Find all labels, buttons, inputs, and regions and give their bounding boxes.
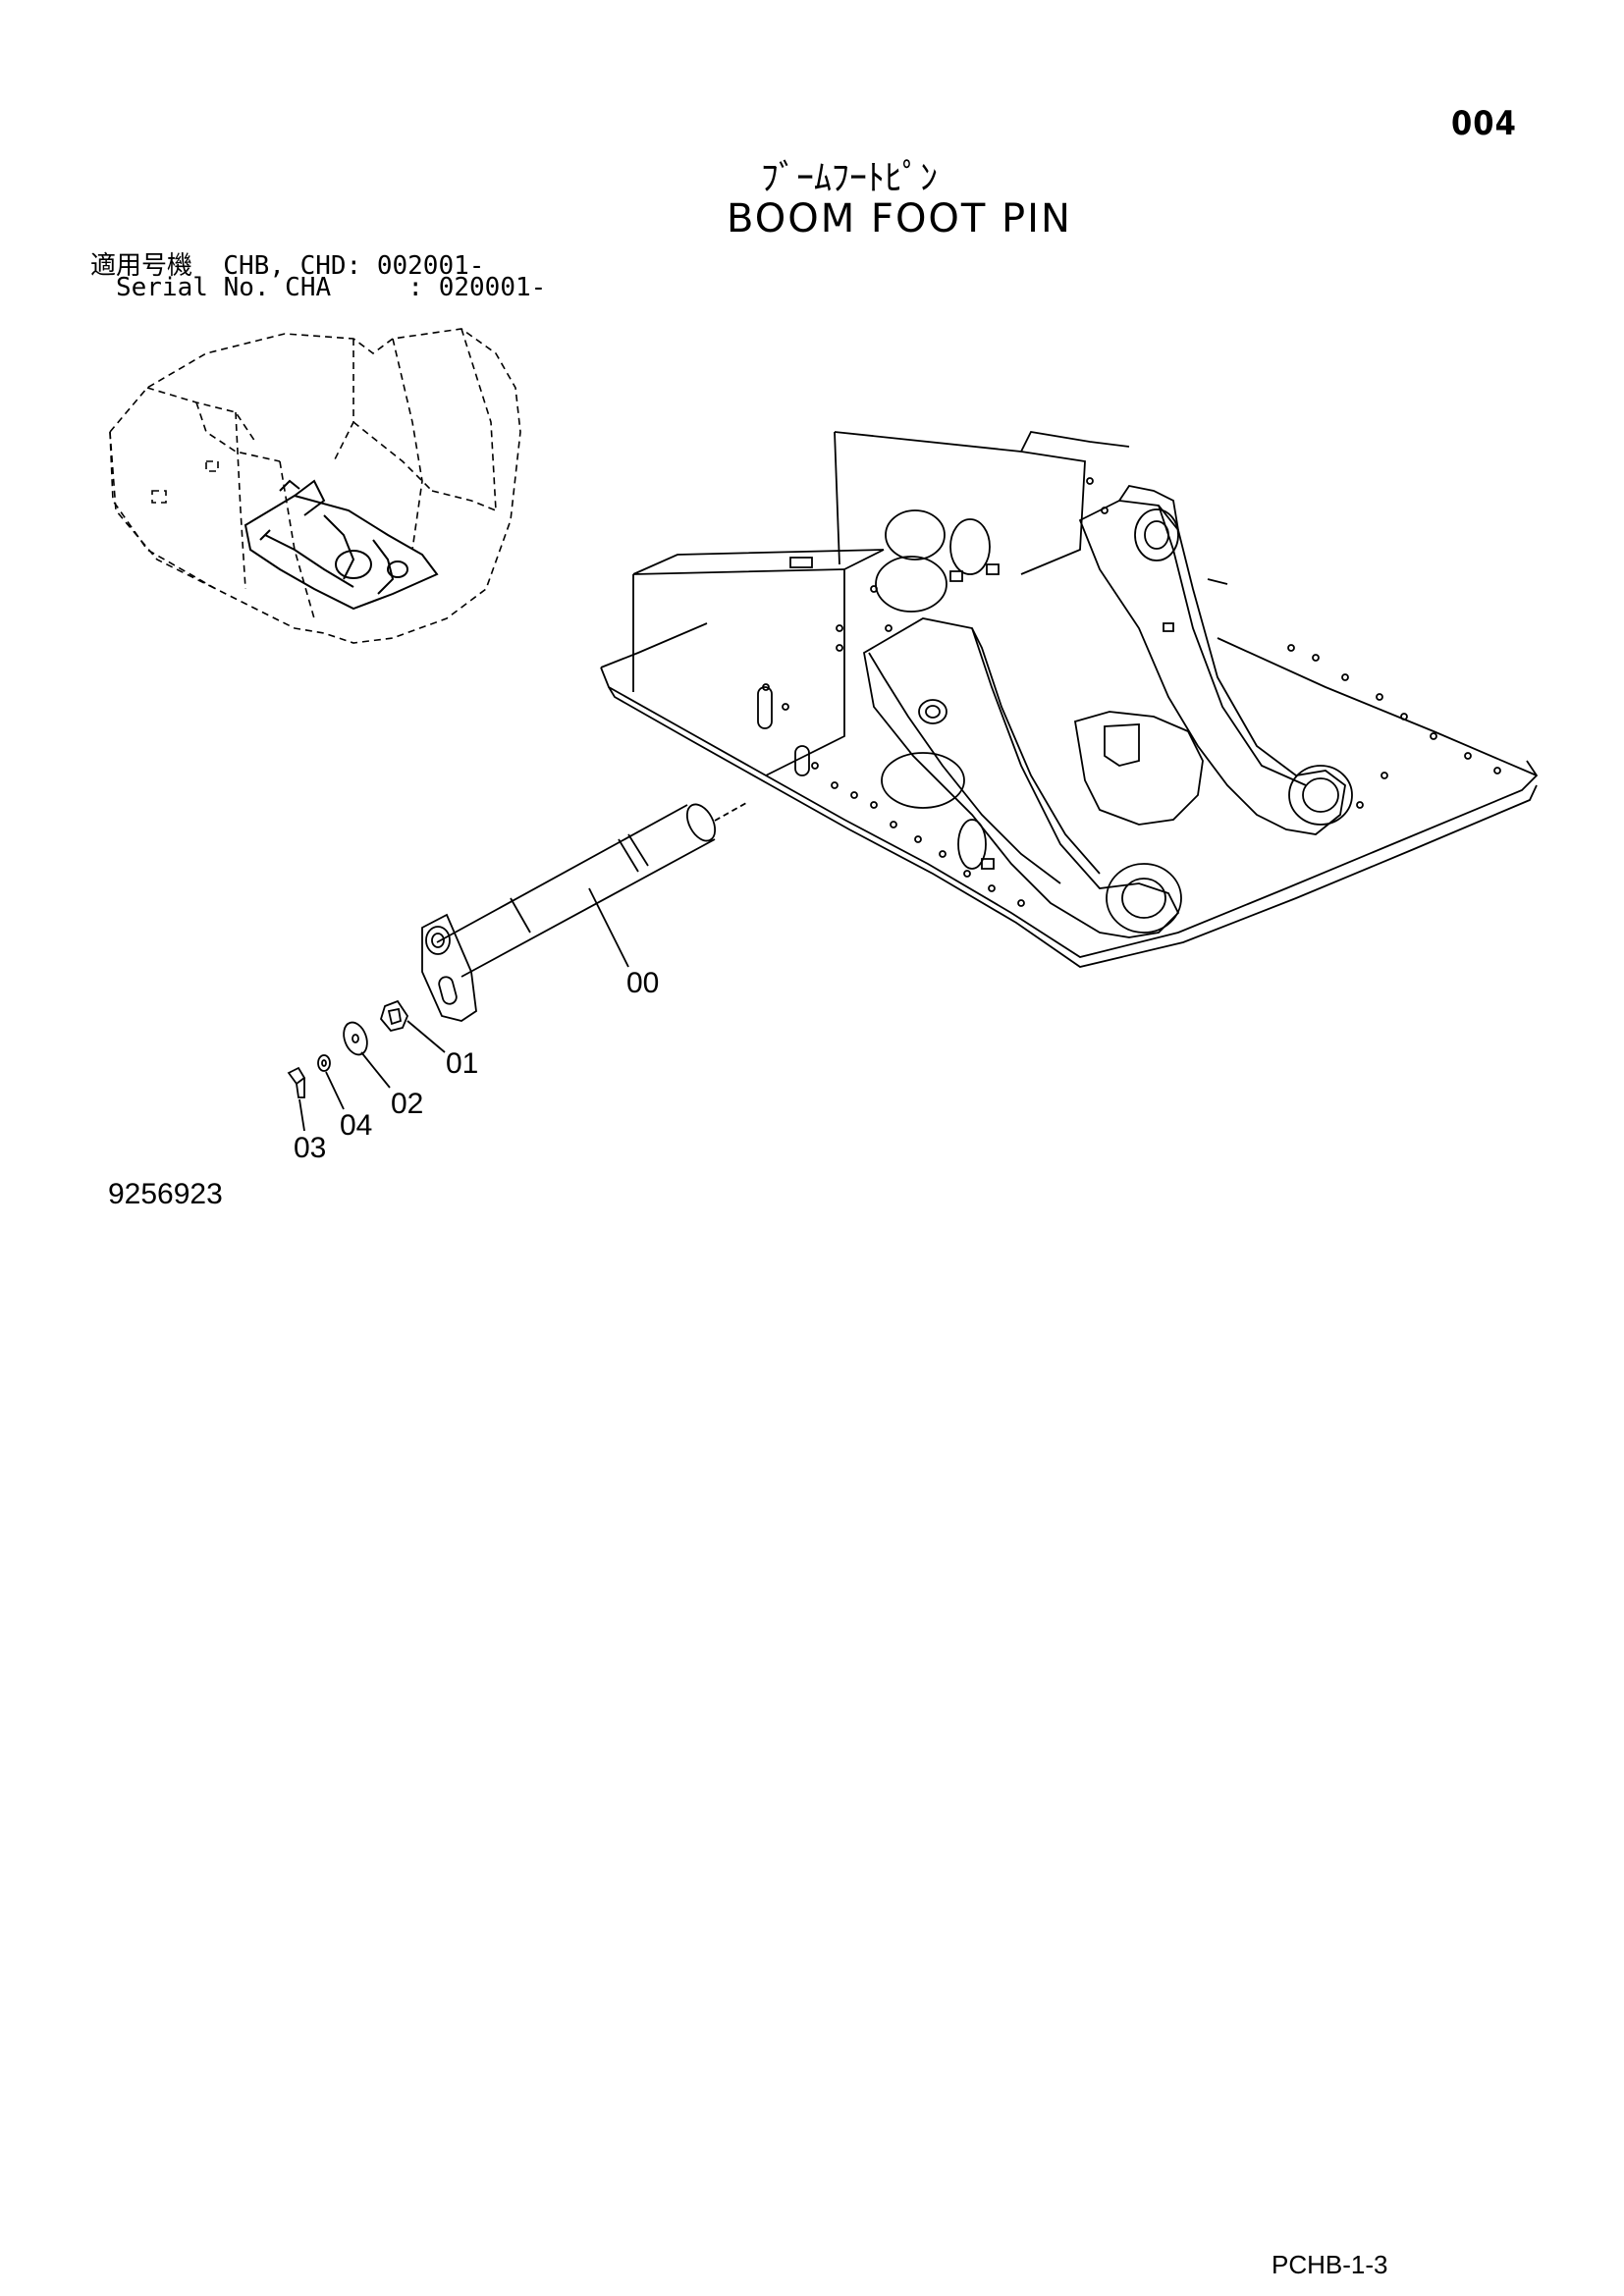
serial-applicability-line-1: 適用号機 CHB, CHD: 002001- [90,251,485,281]
page-title-japanese: ﾌﾞｰﾑﾌｰﾄﾋﾟﾝ [761,158,938,198]
callout-01: 01 [446,1047,479,1080]
page-number: 004 [1451,104,1517,143]
overview-frame-highlight [245,481,437,609]
callout-02: 02 [391,1088,424,1120]
serial-applicability-line-2: Serial No. CHA : 020001- [116,273,547,302]
callout-04: 04 [340,1109,373,1142]
drawing-number: 9256923 [108,1178,223,1210]
page-title: BOOM FOOT PIN [727,196,1072,241]
callout-00: 00 [626,967,660,999]
main-frame [601,432,1537,967]
excavator-overview [110,329,520,643]
callout-03: 03 [294,1132,327,1164]
boom-foot-pin [289,800,746,1131]
document-code: PCHB-1-3 [1272,2250,1388,2279]
